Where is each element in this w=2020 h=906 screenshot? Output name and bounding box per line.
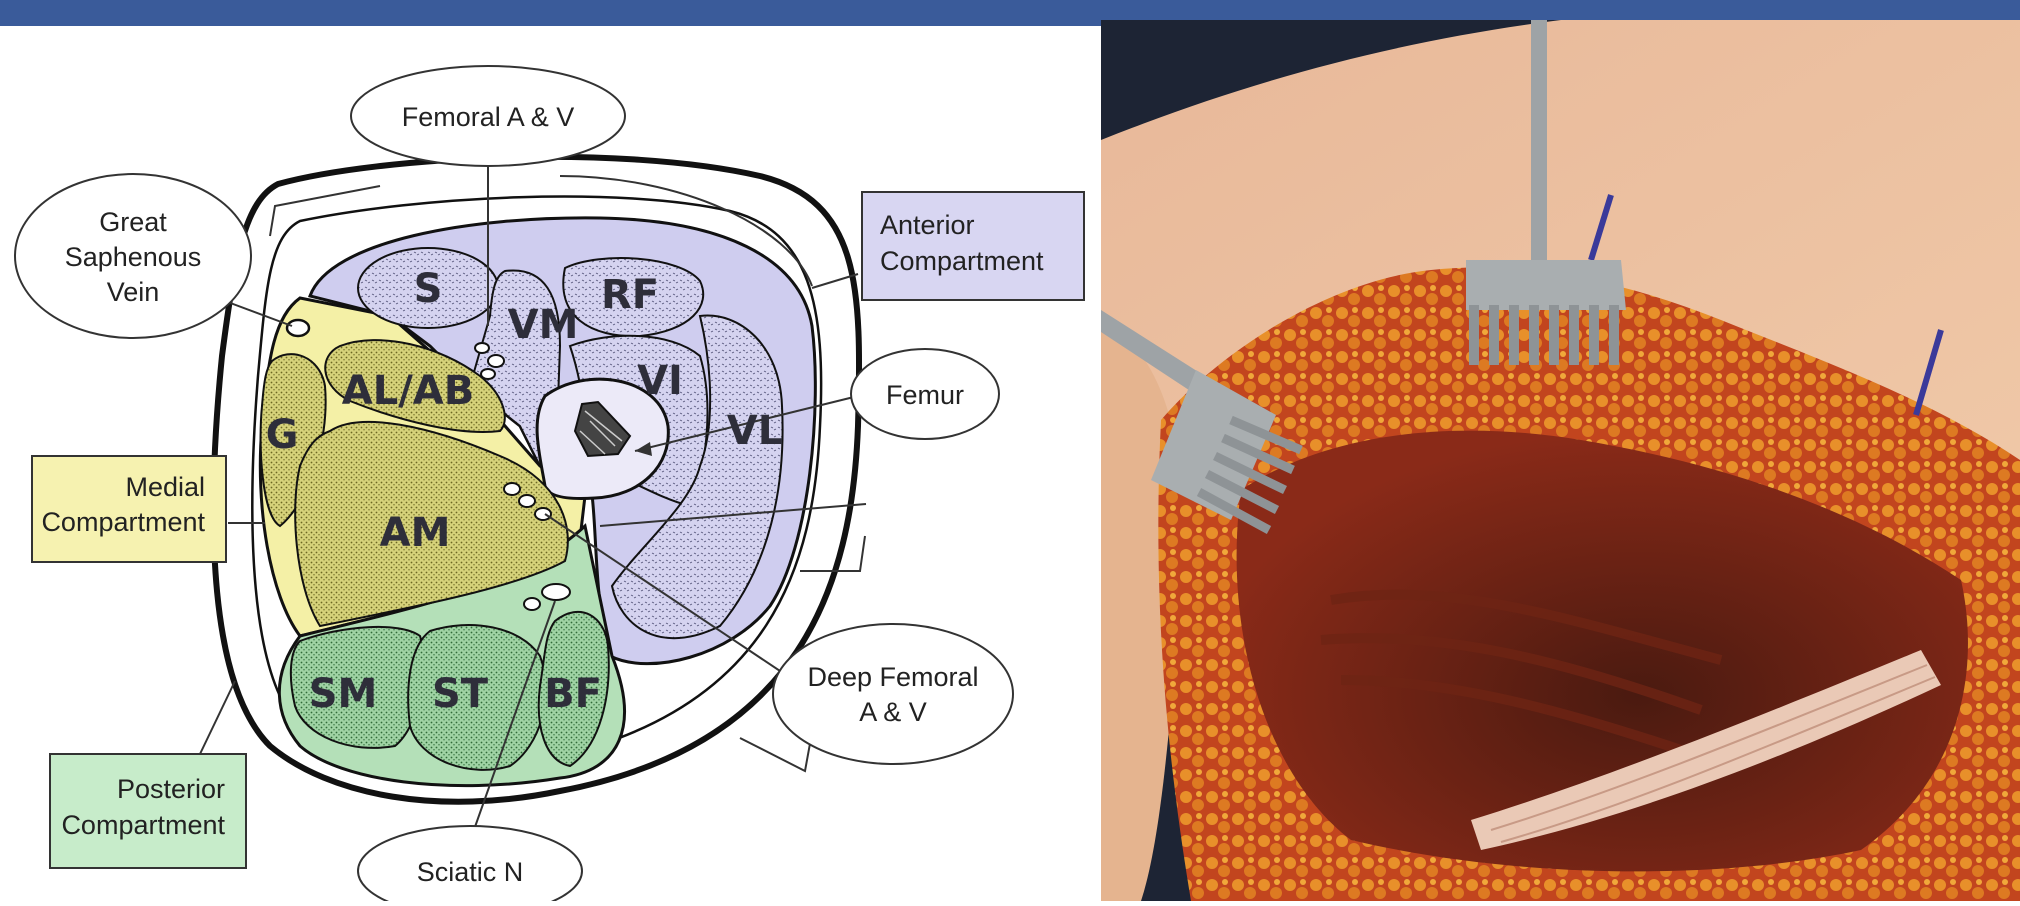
saphenous-label-line3: Vein: [107, 277, 160, 307]
femur-label: Femur: [886, 380, 964, 410]
deep-femoral-vessel-a: [504, 483, 520, 495]
thigh-cross-section-diagram: Femoral A & V Great Saphenous Vein Anter…: [0, 26, 1100, 901]
muscle-label-s: S: [414, 266, 443, 312]
great-saphenous-vein-callout: Great Saphenous Vein: [15, 174, 251, 338]
muscle-label-vl: VL: [727, 408, 783, 454]
femoral-a-v-callout: Femoral A & V: [351, 66, 625, 166]
femur-callout: Femur: [851, 349, 999, 439]
posterior-compartment-callout: Posterior Compartment: [50, 754, 246, 868]
muscle-label-rf: RF: [601, 272, 659, 318]
muscle-label-vi: VI: [637, 358, 683, 404]
medial-label-line2: Compartment: [41, 507, 205, 537]
femoral-a-v-label: Femoral A & V: [402, 102, 575, 132]
great-saphenous-vein-vessel: [287, 320, 309, 336]
saphenous-label-line2: Saphenous: [65, 242, 202, 272]
deep-femoral-label-line1: Deep Femoral: [807, 662, 978, 692]
posterior-vessel: [524, 598, 540, 610]
muscle-label-g: G: [266, 412, 299, 458]
saphenous-label-line1: Great: [99, 207, 167, 237]
sciatic-nerve: [542, 584, 570, 600]
anterior-label-line1: Anterior: [880, 210, 975, 240]
deep-femoral-label-line2: A & V: [859, 697, 927, 727]
intraoperative-photo: [1101, 20, 2020, 901]
medial-label-line1: Medial: [125, 472, 205, 502]
anterior-compartment-callout: Anterior Compartment: [862, 192, 1084, 300]
muscle-label-vm: VM: [508, 302, 579, 348]
muscle-label-bf: BF: [544, 671, 602, 717]
medial-compartment-callout: Medial Compartment: [32, 456, 226, 562]
sciatic-label: Sciatic N: [417, 857, 524, 887]
deep-femoral-vessel-c: [535, 508, 551, 520]
sciatic-nerve-callout: Sciatic N: [358, 826, 582, 901]
deep-femoral-vessel-b: [519, 495, 535, 507]
muscle-label-al-ab: AL/AB: [342, 368, 475, 414]
muscle-label-am: AM: [380, 510, 451, 556]
muscle-label-st: ST: [432, 671, 489, 717]
muscle-label-sm: SM: [309, 671, 378, 717]
femoral-vessel-b: [488, 355, 504, 367]
anterior-label-line2: Compartment: [880, 246, 1044, 276]
femoral-vessel-c: [481, 369, 495, 379]
deep-femoral-callout: Deep Femoral A & V: [773, 624, 1013, 764]
posterior-label-line2: Compartment: [61, 810, 225, 840]
femoral-vessel-a: [475, 343, 489, 353]
posterior-label-line1: Posterior: [117, 774, 225, 804]
